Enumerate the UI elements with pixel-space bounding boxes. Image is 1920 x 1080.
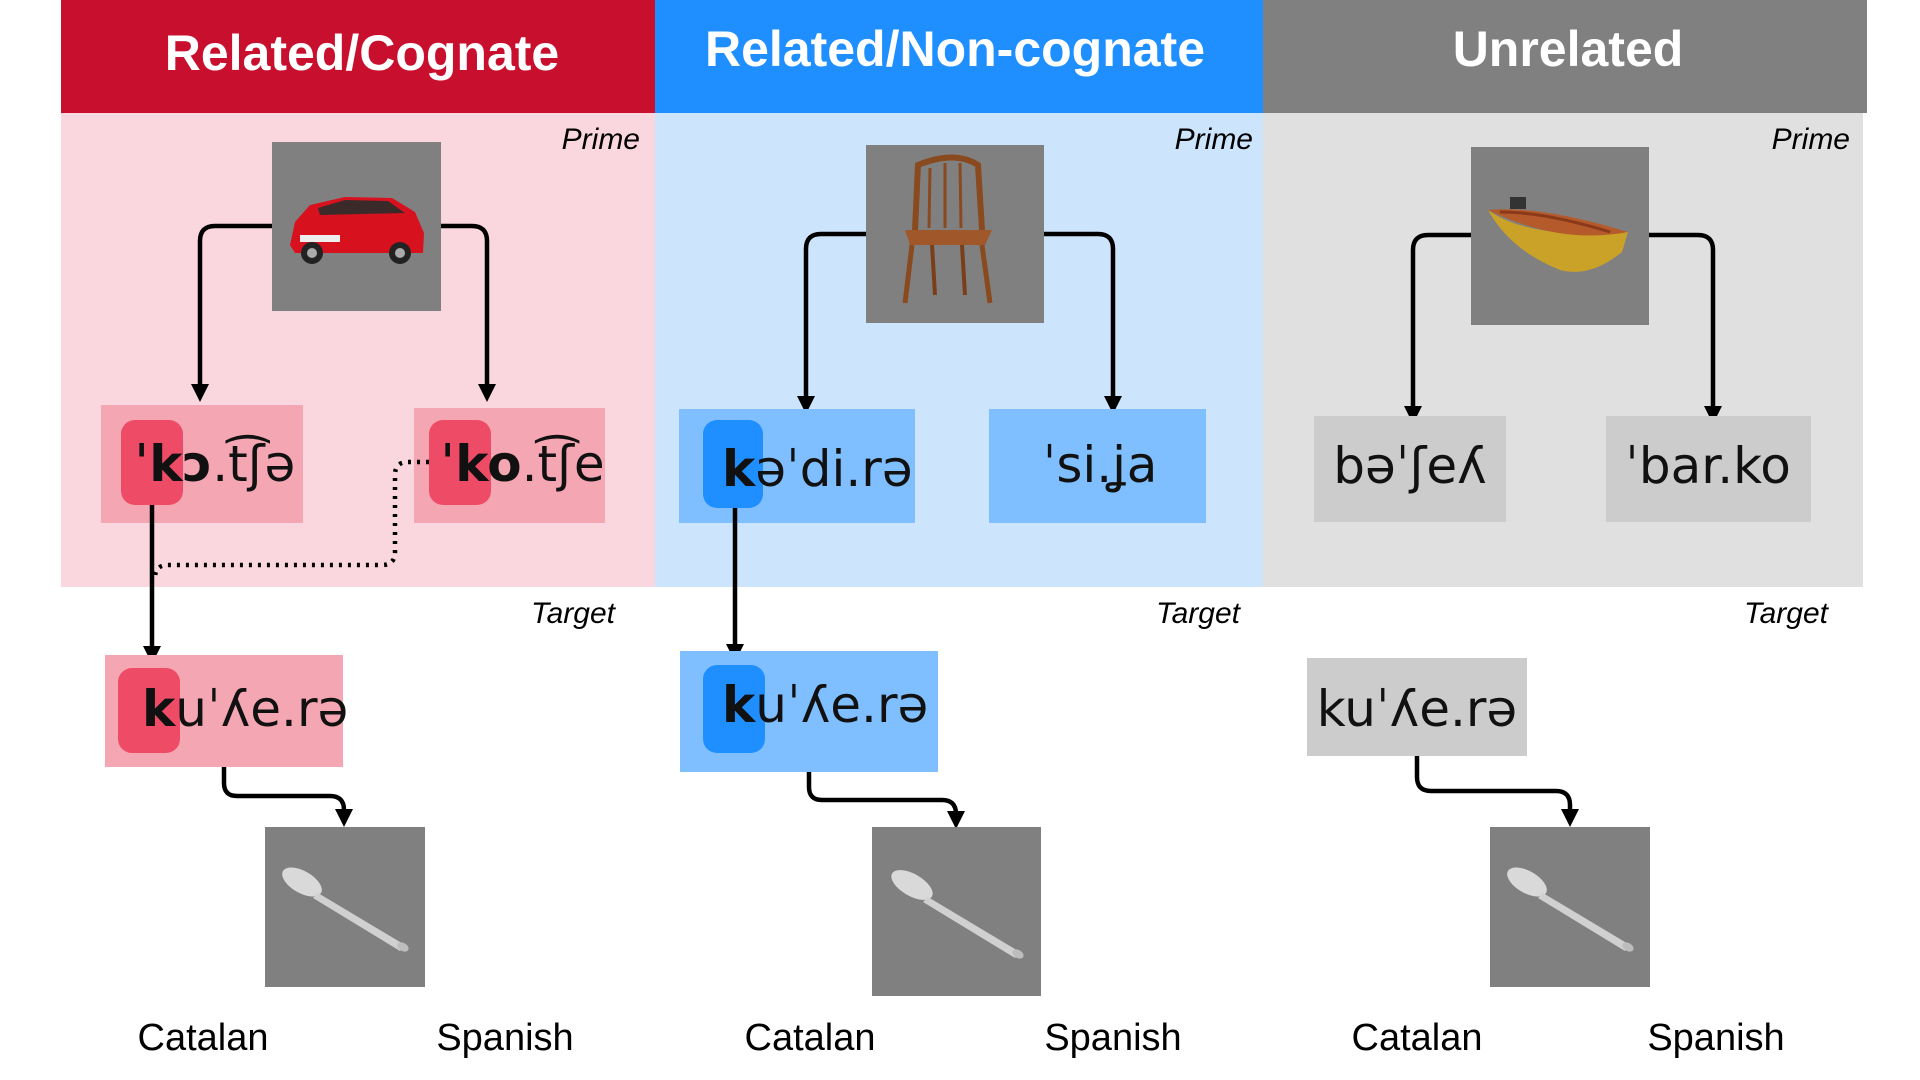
target-word-box-unrelated bbox=[1307, 658, 1527, 756]
onset-highlight bbox=[703, 665, 765, 753]
word-rest: uˈʎe.rə bbox=[175, 680, 348, 738]
prime-to-spanish-arrow bbox=[1649, 232, 1722, 424]
spanish-prime-word-noncognate: ˈsi.ʝa bbox=[1043, 436, 1158, 494]
target-to-picture-arrow bbox=[806, 772, 965, 829]
spoon-photo-background bbox=[872, 827, 1041, 996]
header-bar-unrelated bbox=[1263, 0, 1867, 113]
target-label-cognate: Target bbox=[531, 597, 617, 630]
spanish-label: Spanish bbox=[1044, 1017, 1181, 1059]
word-rest: .t͡ʃə bbox=[212, 434, 295, 493]
spoon-photo-background bbox=[265, 827, 425, 987]
spoon-photo-background bbox=[1490, 827, 1650, 987]
header-title-cognate: Related/Cognate bbox=[165, 25, 560, 81]
target-to-picture-arrow bbox=[221, 767, 353, 827]
target-word-noncognate: kuˈʎe.rə bbox=[722, 676, 928, 734]
spanish-prime-word-unrelated: ˈbar.ko bbox=[1625, 437, 1791, 495]
onset-bold: k bbox=[722, 676, 757, 734]
catalan-prime-box-unrelated bbox=[1314, 416, 1506, 522]
onset-highlight bbox=[429, 420, 491, 505]
spanish-onset-dotted-link bbox=[152, 459, 429, 579]
prime-label-cognate: Prime bbox=[562, 123, 640, 156]
prime-to-catalan-arrow bbox=[191, 223, 272, 402]
prime-label-unrelated: Prime bbox=[1772, 123, 1850, 156]
target-word-cognate: kuˈʎe.rə bbox=[142, 680, 348, 738]
onset-bold: ˈkɔ bbox=[134, 435, 212, 493]
prime-to-catalan-arrow bbox=[797, 231, 866, 414]
catalan-label: Catalan bbox=[138, 1017, 269, 1059]
target-to-picture-arrow bbox=[1414, 756, 1579, 827]
spoon-icon bbox=[1490, 827, 1650, 987]
target-label-unrelated: Target bbox=[1744, 597, 1830, 630]
header-title-unrelated: Unrelated bbox=[1453, 21, 1684, 77]
spanish-prime-word-cognate: ˈko.t͡ʃe bbox=[440, 434, 605, 493]
column-cognate: Related/Cognate Prime ˈkɔ.t͡ʃə ˈko.t͡ʃe … bbox=[61, 0, 655, 1059]
onset-bold: k bbox=[722, 440, 757, 498]
onset-bold: ˈko bbox=[440, 435, 522, 493]
chair-icon bbox=[866, 145, 1044, 323]
catalan-prime-word-cognate: ˈkɔ.t͡ʃə bbox=[134, 434, 295, 493]
catalan-label: Catalan bbox=[1352, 1017, 1483, 1059]
onset-bold: k bbox=[142, 680, 177, 738]
target-label-noncognate: Target bbox=[1156, 597, 1242, 630]
spoon-icon bbox=[872, 827, 1041, 996]
prime-to-catalan-arrow bbox=[1404, 232, 1471, 424]
column-noncognate: Related/Non-cognate Prime kəˈdi.rə ˈsi.ʝ… bbox=[655, 0, 1263, 1059]
onset-highlight bbox=[118, 668, 180, 753]
catalan-prime-word-noncognate: kəˈdi.rə bbox=[722, 440, 913, 498]
word-rest: əˈdi.rə bbox=[755, 440, 912, 498]
word-rest: .t͡ʃe bbox=[522, 434, 605, 493]
word-rest: ˈbar.ko bbox=[1625, 437, 1791, 495]
header-bar-cognate bbox=[61, 0, 655, 113]
spanish-label: Spanish bbox=[1647, 1017, 1784, 1059]
boat-icon bbox=[1471, 147, 1649, 325]
prime-label-noncognate: Prime bbox=[1175, 123, 1253, 156]
header-bar-noncognate bbox=[655, 0, 1263, 113]
spanish-prime-box-unrelated bbox=[1606, 416, 1811, 522]
word-rest: uˈʎe.rə bbox=[755, 676, 928, 734]
prime-to-spanish-arrow bbox=[1044, 231, 1122, 414]
column-unrelated: Unrelated Prime bəˈʃeʎ ˈbar.ko Target ku… bbox=[1263, 0, 1867, 1059]
word-rest: bəˈʃeʎ bbox=[1333, 437, 1486, 495]
spanish-prime-box-noncognate bbox=[989, 409, 1206, 523]
header-title-noncognate: Related/Non-cognate bbox=[705, 21, 1205, 77]
word-rest: kuˈʎe.rə bbox=[1317, 680, 1517, 738]
word-rest: ˈsi.ʝa bbox=[1043, 436, 1158, 494]
car-icon bbox=[272, 142, 441, 311]
onset-highlight bbox=[703, 420, 763, 508]
onset-highlight bbox=[121, 420, 183, 505]
prime-to-spanish-arrow bbox=[441, 223, 496, 402]
catalan-label: Catalan bbox=[745, 1017, 876, 1059]
catalan-prime-word-unrelated: bəˈʃeʎ bbox=[1333, 437, 1486, 495]
spoon-icon bbox=[265, 827, 425, 987]
target-word-unrelated: kuˈʎe.rə bbox=[1317, 680, 1517, 738]
spanish-label: Spanish bbox=[436, 1017, 573, 1059]
